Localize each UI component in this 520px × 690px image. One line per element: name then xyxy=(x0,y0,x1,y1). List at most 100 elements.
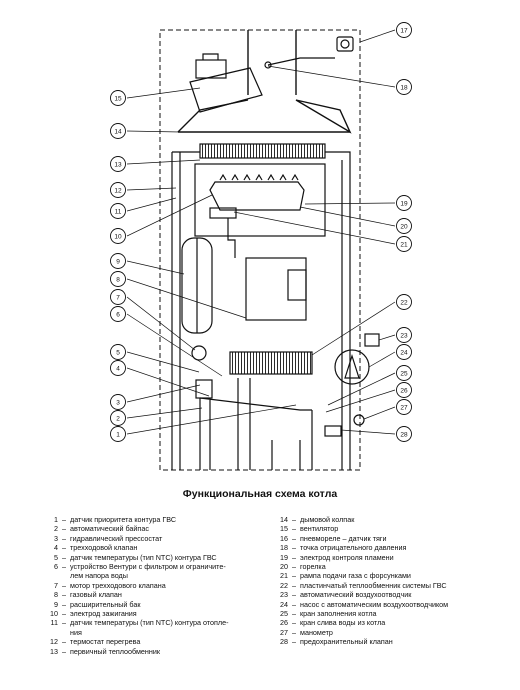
legend-number: 24 xyxy=(280,599,288,609)
legend-item: 6–устройство Вентури с фильтром и ограни… xyxy=(42,562,264,571)
gas-ramp xyxy=(209,207,237,219)
combustion-chamber xyxy=(194,163,326,237)
svg-text:7: 7 xyxy=(116,294,120,301)
legend-item: 4–трехходовой клапан xyxy=(42,543,264,552)
legend-text: пневмореле – датчик тяги xyxy=(300,533,387,543)
legend-text: горелка xyxy=(300,562,326,572)
legend-item: 25–кран заполнения котла xyxy=(272,609,512,618)
svg-text:12: 12 xyxy=(114,187,122,194)
legend-number: 18 xyxy=(280,543,288,553)
legend-text: насос с автоматическим воздухоотводчиком xyxy=(300,599,449,609)
svg-text:10: 10 xyxy=(114,233,122,240)
legend-text: датчик приоритета контура ГВС xyxy=(70,515,177,524)
legend-item: 12–термостат перегрева xyxy=(42,637,264,646)
svg-text:9: 9 xyxy=(116,258,120,265)
diagram-title: Функциональная схема котла xyxy=(182,488,338,500)
legend-text: электрод контроля пламени xyxy=(300,552,394,562)
svg-text:8: 8 xyxy=(116,276,120,283)
negative-pressure-point xyxy=(264,61,272,69)
legend-item: 16–пневмореле – датчик тяги xyxy=(272,534,512,543)
legend-number: 13 xyxy=(50,646,58,656)
callout-21: 21 xyxy=(396,236,412,252)
legend-number: 25 xyxy=(280,609,288,619)
svg-text:4: 4 xyxy=(116,365,120,372)
callout-23: 23 xyxy=(396,327,412,343)
svg-text:11: 11 xyxy=(115,208,122,215)
svg-text:27: 27 xyxy=(400,404,408,411)
legend-text: кран слива воды из котла xyxy=(300,618,386,628)
legend-number: 7 xyxy=(54,580,58,590)
legend-item: 28–предохранительный клапан xyxy=(272,637,512,646)
legend-text: кран заполнения котла xyxy=(300,609,377,619)
legend-text: автоматический байпас xyxy=(70,524,149,534)
callout-20: 20 xyxy=(396,218,412,234)
svg-text:21: 21 xyxy=(400,241,408,248)
callout-26: 26 xyxy=(396,382,412,398)
legend-number: 19 xyxy=(280,552,288,562)
manometer xyxy=(353,414,365,426)
legend-item: 20–горелка xyxy=(272,562,512,571)
legend-item: 7–мотор трехходового клапана xyxy=(42,581,264,590)
legend-text: мотор трехходового клапана xyxy=(70,580,166,590)
callout-13: 13 xyxy=(110,156,126,172)
callout-5: 5 xyxy=(110,344,126,360)
legend-item: 21–рампа подачи газа с форсунками xyxy=(272,571,512,580)
svg-text:3: 3 xyxy=(116,399,120,406)
callout-18: 18 xyxy=(396,79,412,95)
callout-8: 8 xyxy=(110,271,126,287)
legend-item: 27–манометр xyxy=(272,628,512,637)
svg-text:19: 19 xyxy=(400,200,408,207)
legend-number xyxy=(42,571,58,580)
legend-item: ния xyxy=(42,628,264,637)
callout-2: 2 xyxy=(110,410,126,426)
callout-1: 1 xyxy=(110,426,126,442)
svg-text:15: 15 xyxy=(114,95,122,102)
legend-number: 27 xyxy=(280,627,288,637)
callout-7: 7 xyxy=(110,289,126,305)
legend-item: 8–газовый клапан xyxy=(42,590,264,599)
legend-number: 22 xyxy=(280,580,288,590)
legend-number: 23 xyxy=(280,590,288,600)
legend-number: 9 xyxy=(54,599,58,609)
diverter-valve-motor xyxy=(191,345,207,361)
callout-10: 10 xyxy=(110,228,126,244)
legend-number: 16 xyxy=(280,533,288,543)
svg-text:2: 2 xyxy=(116,415,120,422)
svg-text:13: 13 xyxy=(114,161,122,168)
callout-25: 25 xyxy=(396,365,412,381)
legend-text: датчик температуры (тип NTC) контура ГВС xyxy=(70,552,217,562)
legend-text: вентилятор xyxy=(300,524,339,534)
svg-text:18: 18 xyxy=(400,84,408,91)
primary-heat-exchanger xyxy=(199,143,326,159)
callout-17: 17 xyxy=(396,22,412,38)
legend-item: 2–автоматический байпас xyxy=(42,524,264,533)
svg-text:28: 28 xyxy=(400,431,408,438)
callout-27: 27 xyxy=(396,399,412,415)
svg-text:1: 1 xyxy=(116,431,120,438)
callout-22: 22 xyxy=(396,294,412,310)
legend-text: газовый клапан xyxy=(70,590,122,600)
legend-item: лем напора воды xyxy=(42,571,264,580)
legend-text: термостат перегрева xyxy=(70,637,141,647)
legend-number: 11 xyxy=(50,618,58,628)
dhw-plate-heat-exchanger xyxy=(229,351,313,375)
legend-item: 26–кран слива воды из котла xyxy=(272,618,512,627)
svg-text:25: 25 xyxy=(400,370,408,377)
callout-11: 11 xyxy=(110,203,126,219)
svg-text:26: 26 xyxy=(400,387,408,394)
legend-item: 23–автоматический воздухоотводчик xyxy=(272,590,512,599)
boiler-casing-outline xyxy=(159,29,361,471)
gas-valve xyxy=(245,257,307,321)
legend-number: 3 xyxy=(54,533,58,543)
lower-pipework xyxy=(199,378,313,470)
legend-item: 22–пластинчатый теплообменник системы ГВ… xyxy=(272,581,512,590)
svg-text:17: 17 xyxy=(400,27,408,34)
legend-number: 12 xyxy=(50,637,58,647)
legend-item: 10–электрод зажигания xyxy=(42,609,264,618)
callout-15: 15 xyxy=(110,90,126,106)
legend-item: 18–точка отрицательного давления xyxy=(272,543,512,552)
legend-item: 19–электрод контроля пламени xyxy=(272,553,512,562)
legend-number: 1 xyxy=(54,515,58,524)
